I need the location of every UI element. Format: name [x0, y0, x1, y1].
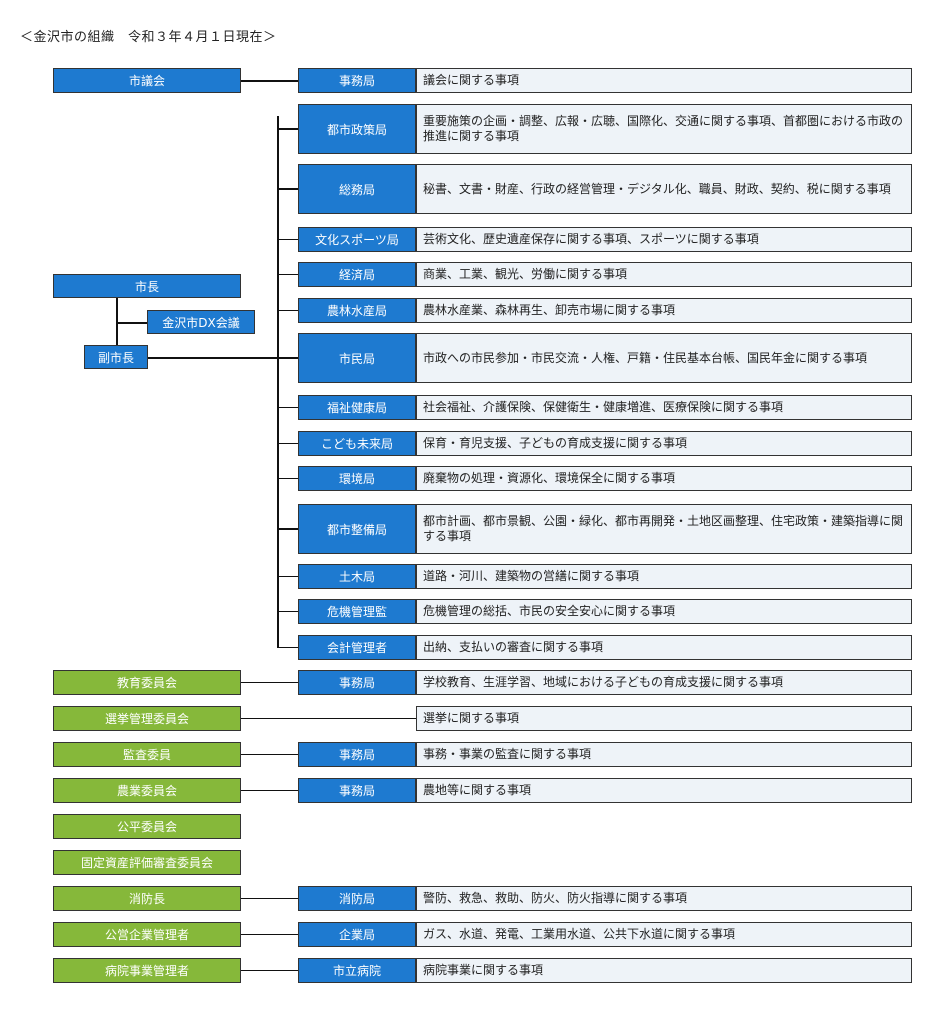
- department-description: 危機管理の総括、市民の安全安心に関する事項: [416, 599, 912, 624]
- department-box: こども未来局: [298, 431, 416, 456]
- department-box: 都市政策局: [298, 104, 416, 154]
- council-box: 市議会: [53, 68, 241, 93]
- department-connector: [277, 575, 298, 578]
- council-office-description: 議会に関する事項: [416, 68, 912, 93]
- department-box: 総務局: [298, 164, 416, 214]
- department-connector: [277, 406, 298, 409]
- committee-connector: [241, 753, 298, 756]
- committee-connector: [241, 897, 298, 900]
- departments-trunk-line: [277, 116, 279, 647]
- committee-connector: [241, 969, 298, 972]
- department-connector: [277, 646, 298, 649]
- department-connector: [277, 238, 298, 241]
- page-title: ＜金沢市の組織 令和３年４月１日現在＞: [20, 30, 277, 45]
- department-box: 経済局: [298, 262, 416, 287]
- committee-description: 事務・事業の監査に関する事項: [416, 742, 912, 767]
- mayor-box: 市長: [53, 274, 241, 298]
- department-box: 土木局: [298, 564, 416, 589]
- deputy-mayor-connector: [148, 357, 278, 359]
- committee-connector: [241, 717, 416, 720]
- department-box: 文化スポーツ局: [298, 227, 416, 252]
- committee-office-box: 企業局: [298, 922, 416, 947]
- committee-description: ガス、水道、発電、工業用水道、公共下水道に関する事項: [416, 922, 912, 947]
- department-connector: [277, 442, 298, 445]
- committee-connector: [241, 681, 298, 684]
- department-connector: [277, 357, 298, 359]
- committee-office-box: 事務局: [298, 670, 416, 695]
- department-connector: [277, 528, 298, 530]
- department-description: 出納、支払いの審査に関する事項: [416, 635, 912, 660]
- committee-description: 病院事業に関する事項: [416, 958, 912, 983]
- department-description: 農林水産業、森林再生、卸売市場に関する事項: [416, 298, 912, 323]
- committee-box: 監査委員: [53, 742, 241, 767]
- department-box: 環境局: [298, 466, 416, 491]
- department-description: 社会福祉、介護保険、保健衛生・健康増進、医療保険に関する事項: [416, 395, 912, 420]
- department-box: 危機管理監: [298, 599, 416, 624]
- committee-office-box: 消防局: [298, 886, 416, 911]
- committee-office-box: 事務局: [298, 778, 416, 803]
- department-description: 廃棄物の処理・資源化、環境保全に関する事項: [416, 466, 912, 491]
- department-box: 市民局: [298, 333, 416, 383]
- committee-description: 学校教育、生涯学習、地域における子どもの育成支援に関する事項: [416, 670, 912, 695]
- dx-council-box: 金沢市DX会議: [147, 310, 255, 334]
- department-connector: [277, 273, 298, 276]
- department-description: 市政への市民参加・市民交流・人権、戸籍・住民基本台帳、国民年金に関する事項: [416, 333, 912, 383]
- department-box: 会計管理者: [298, 635, 416, 660]
- committee-connector: [241, 933, 298, 936]
- department-box: 福祉健康局: [298, 395, 416, 420]
- committee-description: 農地等に関する事項: [416, 778, 912, 803]
- department-description: 芸術文化、歴史遺産保存に関する事項、スポーツに関する事項: [416, 227, 912, 252]
- committee-box: 消防長: [53, 886, 241, 911]
- department-connector: [277, 128, 298, 130]
- mayor-deputy-connector: [116, 298, 118, 345]
- department-box: 都市整備局: [298, 504, 416, 554]
- committee-box: 病院事業管理者: [53, 958, 241, 983]
- department-connector: [277, 610, 298, 613]
- department-connector: [277, 188, 298, 190]
- committee-box: 農業委員会: [53, 778, 241, 803]
- council-office-box: 事務局: [298, 68, 416, 93]
- deputy-mayor-box: 副市長: [84, 345, 148, 369]
- department-description: 秘書、文書・財産、行政の経営管理・デジタル化、職員、財政、契約、税に関する事項: [416, 164, 912, 214]
- department-connector: [277, 477, 298, 480]
- committee-description: 警防、救急、救助、防火、防火指導に関する事項: [416, 886, 912, 911]
- department-description: 都市計画、都市景観、公園・緑化、都市再開発・土地区画整理、住宅政策・建築指導に関…: [416, 504, 912, 554]
- department-description: 道路・河川、建築物の営繕に関する事項: [416, 564, 912, 589]
- committee-office-box: 事務局: [298, 742, 416, 767]
- committee-box: 公営企業管理者: [53, 922, 241, 947]
- council-connector: [241, 80, 298, 82]
- department-description: 商業、工業、観光、労働に関する事項: [416, 262, 912, 287]
- committee-box: 選挙管理委員会: [53, 706, 241, 731]
- committee-description: 選挙に関する事項: [416, 706, 912, 731]
- committee-box: 固定資産評価審査委員会: [53, 850, 241, 875]
- committee-office-box: 市立病院: [298, 958, 416, 983]
- committee-box: 公平委員会: [53, 814, 241, 839]
- department-description: 重要施策の企画・調整、広報・広聴、国際化、交通に関する事項、首都圏における市政の…: [416, 104, 912, 154]
- department-description: 保育・育児支援、子どもの育成支援に関する事項: [416, 431, 912, 456]
- committee-connector: [241, 789, 298, 792]
- dx-council-connector: [116, 322, 147, 324]
- department-box: 農林水産局: [298, 298, 416, 323]
- committee-box: 教育委員会: [53, 670, 241, 695]
- department-connector: [277, 309, 298, 312]
